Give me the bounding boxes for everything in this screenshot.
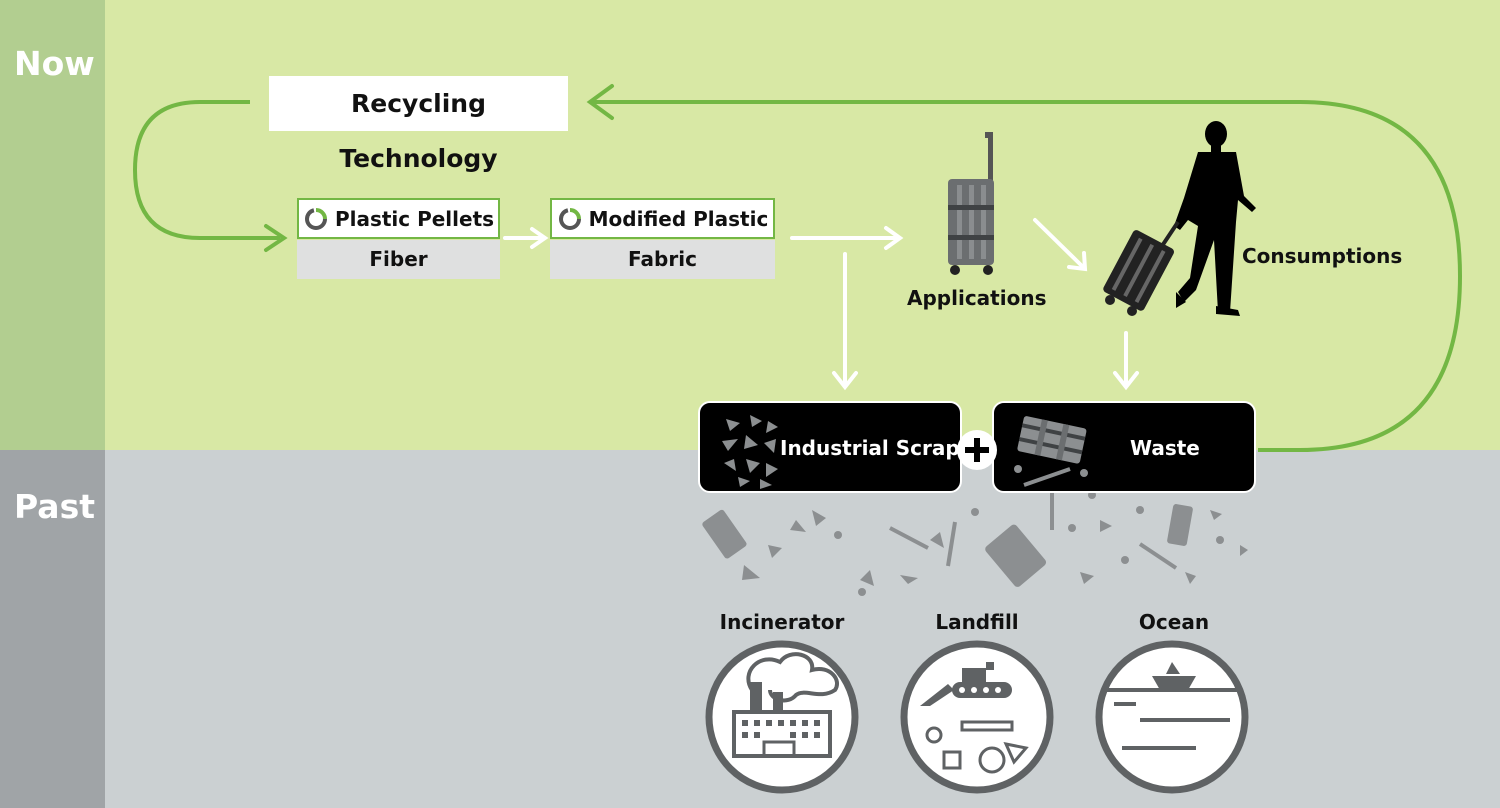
plus-icon (957, 430, 997, 470)
logo-ring-icon (304, 207, 327, 230)
traveler-suitcase-icon (1103, 220, 1180, 316)
industrial-scrap-box: Industrial Scrap (698, 401, 962, 493)
debris-icons (702, 486, 1248, 596)
plastic-pellets-label: Plastic Pellets (334, 206, 495, 231)
modified-plastic-label: Modified Plastic (588, 206, 769, 231)
now-side-bar (0, 0, 105, 450)
plastic-pellets-box: Plastic Pellets (297, 198, 500, 239)
fiber-box: Fiber (297, 240, 500, 279)
ocean-label: Ocean (1138, 610, 1210, 634)
traveler-icon (1174, 121, 1256, 316)
logo-ring-icon (558, 207, 581, 230)
modified-plastic-box: Modified Plastic (550, 198, 775, 239)
suitcase-icon (948, 132, 994, 275)
loop-arrow-left (132, 100, 288, 252)
waste-label: Waste (1130, 436, 1200, 460)
industrial-scrap-label: Industrial Scrap (780, 436, 960, 460)
applications-label: Applications (907, 286, 1047, 310)
flow-arrows (503, 218, 1139, 391)
ocean-icon (1095, 640, 1249, 794)
waste-box: Waste (992, 401, 1256, 493)
recycling-technology-box: Recycling Technology (269, 76, 568, 173)
now-label: Now (14, 44, 95, 83)
fabric-box: Fabric (550, 240, 775, 279)
loop-arrow-right (586, 84, 1463, 452)
landfill-icon (900, 640, 1054, 794)
incinerator-label: Incinerator (719, 610, 845, 634)
incinerator-icon (705, 640, 859, 794)
past-side-bar (0, 450, 105, 808)
waste-suitcase-icon (1014, 416, 1088, 487)
consumptions-label: Consumptions (1242, 244, 1403, 268)
scrap-shards-icon (722, 415, 778, 489)
past-label: Past (14, 487, 95, 526)
landfill-label: Landfill (935, 610, 1019, 634)
